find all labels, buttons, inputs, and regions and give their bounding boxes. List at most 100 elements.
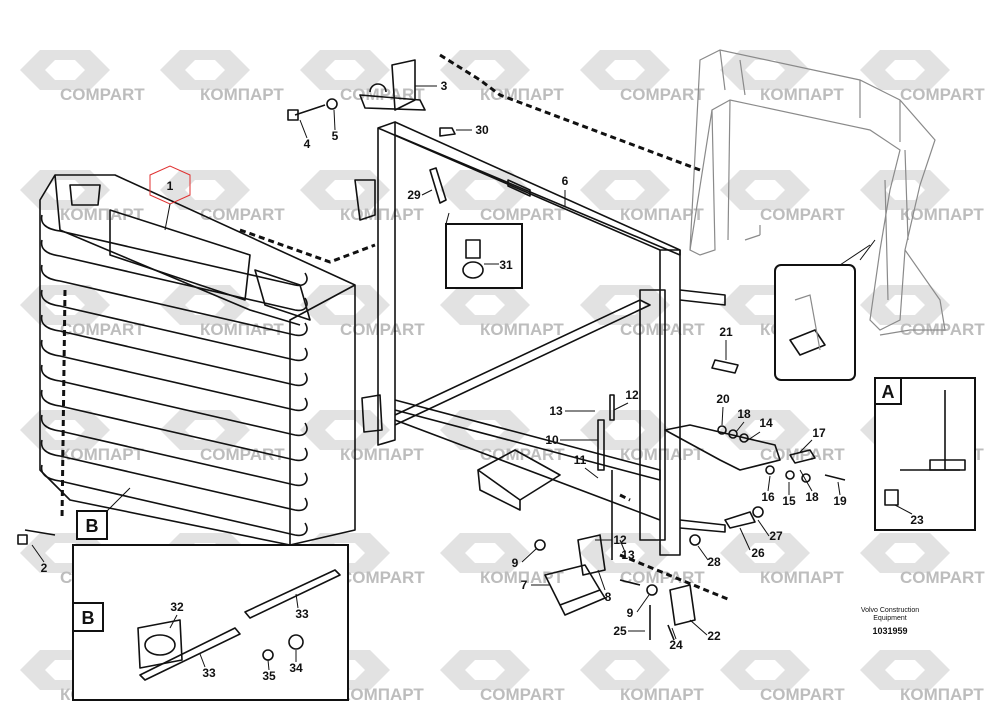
lower-fasteners <box>17 506 764 641</box>
grille-slat <box>40 439 308 512</box>
callout-c23: 23 <box>910 513 924 527</box>
leader-line-c18a <box>735 421 745 433</box>
watermark-text: COMPART <box>760 445 845 464</box>
watermark-text: КОМПАРТ <box>60 205 144 224</box>
watermark-logo-icon <box>160 170 250 210</box>
callout-c12b: 12 <box>613 533 627 547</box>
leader-line-c11 <box>584 467 599 479</box>
grille-slat <box>40 214 308 287</box>
leader-line-c13b <box>619 539 626 553</box>
drawing-footer: Volvo Construction Equipment 1031959 <box>861 607 919 636</box>
grille-slat <box>40 414 308 487</box>
watermark-text: КОМПАРТ <box>480 85 564 104</box>
watermark-logo-icon <box>300 50 390 90</box>
callout-c10: 10 <box>545 433 559 447</box>
leader-line-c9a <box>521 548 537 563</box>
grille-slat <box>40 339 308 412</box>
watermark-text: КОМПАРТ <box>200 320 284 339</box>
watermark-logo-icon <box>20 170 110 210</box>
watermark-logo-icon <box>580 50 670 90</box>
watermark-logo-icon <box>720 650 810 690</box>
watermark-logo-icon <box>720 170 810 210</box>
watermark-logo-icon <box>720 533 810 573</box>
hinge-bracket <box>359 59 426 111</box>
watermark-logo-icon <box>440 650 530 690</box>
radiator-frame <box>377 121 726 556</box>
watermark-logo-icon <box>580 533 670 573</box>
leader-line-c23 <box>894 504 913 515</box>
callout-c4: 4 <box>304 137 311 151</box>
grille-slat <box>40 364 308 437</box>
watermark-text: COMPART <box>620 85 705 104</box>
leader-line-c33b <box>199 653 206 668</box>
leader-line-c16 <box>767 475 771 492</box>
watermark-text: КОМПАРТ <box>760 85 844 104</box>
left-hinges <box>354 179 383 433</box>
leader-line-c28 <box>697 545 709 561</box>
watermark-text: COMPART <box>340 320 425 339</box>
detail-stud-31 <box>445 212 523 289</box>
watermark-text: КОМПАРТ <box>60 445 144 464</box>
leader-line-c4 <box>299 119 308 139</box>
watermark-text: КОМПАРТ <box>900 205 984 224</box>
view-a-label: A <box>882 382 895 402</box>
callout-c5: 5 <box>332 129 339 143</box>
watermark-logo-icon <box>20 410 110 450</box>
grille-slat <box>40 389 308 462</box>
grille-slat <box>40 239 308 312</box>
watermark-text: COMPART <box>900 568 985 587</box>
callout-c34: 34 <box>289 661 303 675</box>
callout-c8: 8 <box>605 590 612 604</box>
callout-c26: 26 <box>751 546 765 560</box>
callout-c13a: 13 <box>549 404 563 418</box>
watermark-text: КОМПАРТ <box>620 445 704 464</box>
watermark-text: КОМПАРТ <box>900 685 984 704</box>
watermark-text: КОМПАРТ <box>340 685 424 704</box>
watermark-logo-icon <box>160 410 250 450</box>
grille-slat <box>40 464 308 537</box>
view-b-tag-main: B <box>76 487 131 540</box>
watermark-logo-icon <box>580 650 670 690</box>
watermark-text: КОМПАРТ <box>760 568 844 587</box>
watermark-text: COMPART <box>760 205 845 224</box>
callout-c30: 30 <box>475 123 489 137</box>
leader-line-c20 <box>721 406 724 426</box>
callout-c6: 6 <box>562 174 569 188</box>
leader-line-c9b <box>636 594 650 613</box>
watermark-layer: COMPART КОМПАРТ COMPART КОМПАРТ COMPART КОМПА… <box>20 50 985 704</box>
callout-c19: 19 <box>833 494 847 508</box>
callout-c3: 3 <box>441 79 448 93</box>
callout-c20: 20 <box>716 392 730 406</box>
bolt-4-and-washer-5 <box>287 98 338 121</box>
callout-c16: 16 <box>761 490 775 504</box>
watermark-logo-icon <box>860 285 950 325</box>
callout-c33b: 33 <box>202 666 216 680</box>
callout-c21: 21 <box>719 325 733 339</box>
callout-c15: 15 <box>782 494 796 508</box>
leader-line-c29 <box>421 189 433 196</box>
leader-line-c32 <box>169 614 178 629</box>
watermark-text: COMPART <box>60 85 145 104</box>
watermark-text: COMPART <box>200 445 285 464</box>
grille-slat <box>40 264 308 337</box>
leader-line-c17 <box>799 439 813 453</box>
watermark-logo-icon <box>300 285 390 325</box>
watermark-text: COMPART <box>480 205 565 224</box>
machine-frame-outline <box>689 49 946 336</box>
nut-30 <box>439 127 456 137</box>
callout-c7: 7 <box>521 578 528 592</box>
callout-c29: 29 <box>407 188 421 202</box>
watermark-logo-icon <box>160 50 250 90</box>
callout-c18b: 18 <box>805 490 819 504</box>
highlight-hexagon <box>149 165 191 205</box>
watermark-text: КОМПАРТ <box>340 205 424 224</box>
callout-c18a: 18 <box>737 407 751 421</box>
company-line-1: Volvo Construction <box>861 607 919 614</box>
watermark-text: COMPART <box>620 320 705 339</box>
callout-c13b: 13 <box>621 548 635 562</box>
grille-slat <box>40 314 308 387</box>
callout-c25: 25 <box>613 624 627 638</box>
callout-c9a: 9 <box>512 556 519 570</box>
leader-line-c2 <box>31 544 45 563</box>
